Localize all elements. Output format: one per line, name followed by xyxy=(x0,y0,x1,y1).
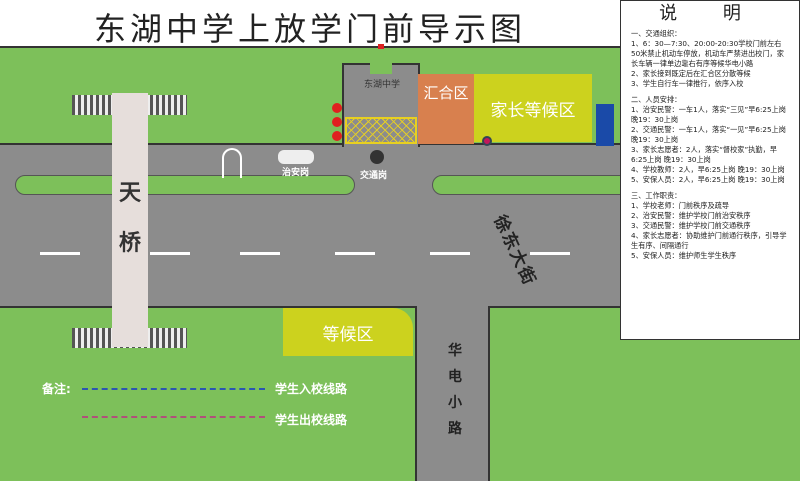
note-item: 2、治安民警：维护学校门前治安秩序 xyxy=(631,211,751,220)
side-road-char: 路 xyxy=(448,421,462,437)
note-item: 1、学校老师：门前秩序及疏导 xyxy=(631,201,730,210)
traffic-sign-icon xyxy=(596,104,614,146)
note-item: 2、交通民警：一车1人，落实“一见”早6:25上岗 晚19：30上岗 xyxy=(631,125,786,144)
note-item: 5、安保人员：2人，早6:25上岗 晚19：30上岗 xyxy=(631,175,785,184)
no-parking-icon xyxy=(482,136,492,146)
side-road-label: 华 电 小 路 xyxy=(445,338,465,442)
section-heading: 二、人员安排： xyxy=(631,95,682,104)
guard-icon xyxy=(332,117,342,127)
lane-marking xyxy=(40,252,80,255)
section-heading: 三、工作职责： xyxy=(631,191,682,200)
traffic-post-label: 交通岗 xyxy=(360,171,388,181)
note-item: 5、安保人员：维护师生学生秩序 xyxy=(631,251,737,260)
u-turn-icon xyxy=(222,148,242,178)
flag-icon xyxy=(378,44,384,49)
lane-marking xyxy=(150,252,190,255)
skybridge xyxy=(112,93,148,347)
lane-marking xyxy=(240,252,280,255)
parent-waiting-zone: 家长等候区 xyxy=(474,74,592,142)
exit-route-label: 学生出校线路 xyxy=(275,413,348,427)
school-building-icon xyxy=(370,54,392,74)
notes-title: 说 明 xyxy=(659,3,761,24)
notes-section: 一、交通组织： 1、6：30—7:30、20:00-20:30学校门前左右50米… xyxy=(631,29,789,89)
note-item: 3、交通民警：维护学校门前交通秩序 xyxy=(631,221,751,230)
section-heading: 一、交通组织： xyxy=(631,29,682,38)
map-title: 东湖中学上放学门前导示图 xyxy=(93,10,526,48)
note-item: 4、家长志愿者：协助维护门前通行秩序，引导学生有序、间隔通行 xyxy=(631,231,787,250)
lane-marking xyxy=(530,252,570,255)
median-strip-left xyxy=(15,175,355,195)
notes-section: 三、工作职责： 1、学校老师：门前秩序及疏导 2、治安民警：维护学校门前治安秩序… xyxy=(631,191,789,261)
lane-marking xyxy=(335,252,375,255)
no-stopping-grid xyxy=(345,117,417,144)
guard-icon xyxy=(332,103,342,113)
waiting-zone: 等候区 xyxy=(283,308,413,356)
skybridge-label: 桥 xyxy=(118,231,141,256)
security-post-label: 治安岗 xyxy=(282,168,310,178)
entry-route-label: 学生入校线路 xyxy=(275,382,348,396)
skybridge-label: 天 xyxy=(118,181,141,206)
side-road-char: 小 xyxy=(448,395,462,411)
exit-route-line xyxy=(82,416,265,418)
notes-panel: 说 明 一、交通组织： 1、6：30—7:30、20:00-20:30学校门前左… xyxy=(620,0,800,340)
guard-icon xyxy=(332,131,342,141)
police-car-icon xyxy=(278,150,314,164)
assembly-zone: 汇合区 xyxy=(418,74,474,144)
note-item: 3、家长志愿者：2人，落实“督校家”执勤，早6:25上岗 晚19：30上岗 xyxy=(631,145,777,164)
note-item: 2、家长接到既定后在汇合区分散等候 xyxy=(631,69,751,78)
note-item: 4、学校教师：2人，早6:25上岗 晚19：30上岗 xyxy=(631,165,785,174)
entry-route-line xyxy=(82,388,265,390)
notes-section: 二、人员安排： 1、治安民警：一车1人，落实“三见”早6:25上岗 晚19：30… xyxy=(631,95,789,185)
note-item: 1、6：30—7:30、20:00-20:30学校门前左右50米禁止机动车停放，… xyxy=(631,39,784,68)
median-strip-right xyxy=(432,175,632,195)
side-road-char: 华 xyxy=(448,343,462,359)
school-gate-label: 东湖中学 xyxy=(363,80,400,90)
title-bar xyxy=(0,0,620,48)
traffic-officer-icon xyxy=(370,150,384,164)
note-item: 1、治安民警：一车1人，落实“三见”早6:25上岗 晚19：30上岗 xyxy=(631,105,786,124)
note-item: 3、学生自行车一律推行，依序入校 xyxy=(631,79,744,88)
side-road-char: 电 xyxy=(448,369,462,385)
side-road xyxy=(415,306,490,481)
legend-label: 备注: xyxy=(42,382,71,396)
lane-marking xyxy=(430,252,470,255)
